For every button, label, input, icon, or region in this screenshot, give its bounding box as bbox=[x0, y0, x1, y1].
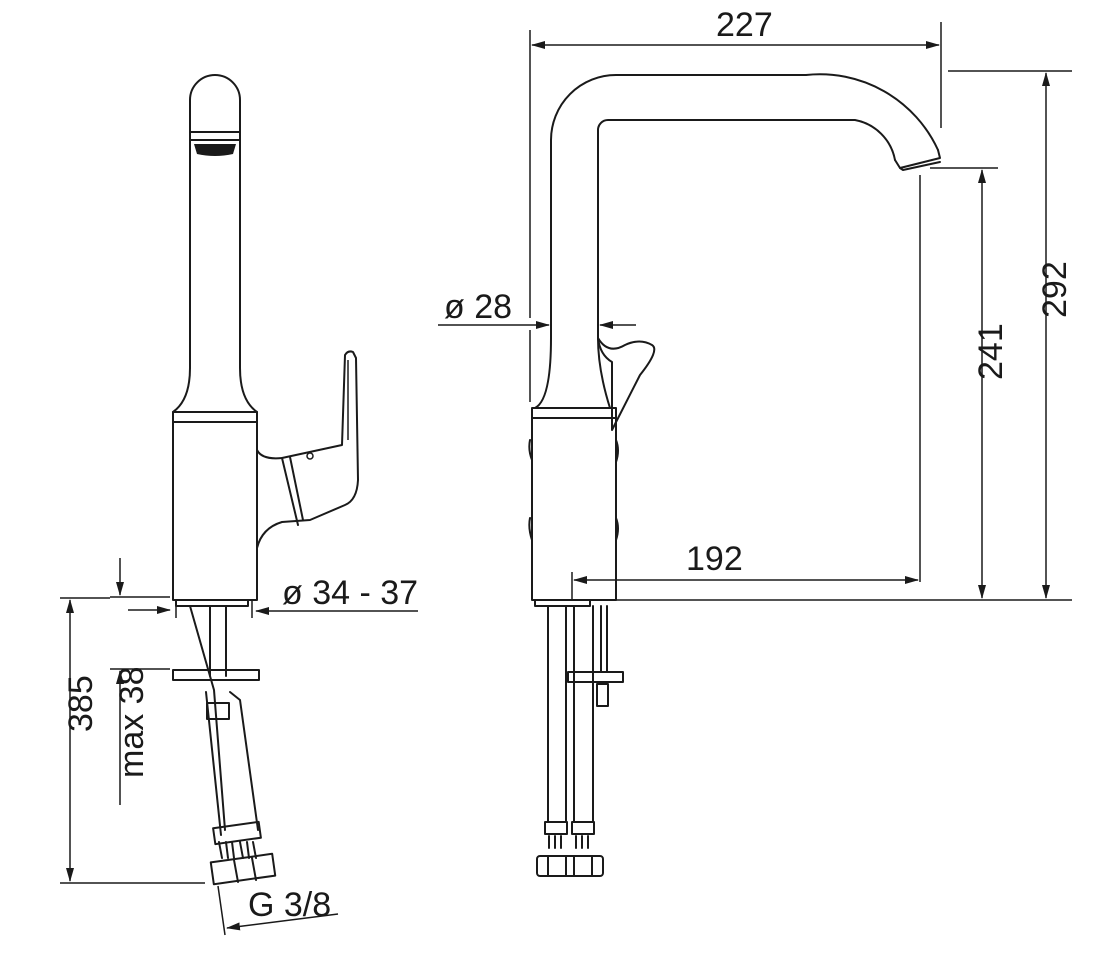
front-lever bbox=[597, 337, 656, 431]
side-body bbox=[172, 411, 258, 601]
dim-hose-length: 385 bbox=[62, 675, 100, 732]
dim-mounting-hole: ø 34 - 37 bbox=[282, 574, 418, 612]
dim-outlet-height: 241 bbox=[972, 323, 1010, 380]
dim-max-deck: max 38 bbox=[113, 667, 151, 779]
front-spout bbox=[550, 73, 939, 339]
dim-spout-diameter: ø 28 bbox=[444, 288, 512, 326]
dim-overall-width: 227 bbox=[716, 6, 773, 44]
side-view: ø 34 - 37 max 38 385 G 3/8 bbox=[60, 74, 418, 936]
dim-spout-reach: 192 bbox=[686, 540, 743, 578]
side-spout bbox=[189, 74, 258, 413]
side-aerator-icon bbox=[194, 144, 236, 156]
front-view: 227 ø 28 192 241 292 bbox=[438, 6, 1074, 877]
dim-thread: G 3/8 bbox=[248, 886, 331, 924]
front-body bbox=[531, 407, 617, 601]
side-lever bbox=[256, 350, 359, 549]
dim-overall-height: 292 bbox=[1036, 261, 1074, 318]
